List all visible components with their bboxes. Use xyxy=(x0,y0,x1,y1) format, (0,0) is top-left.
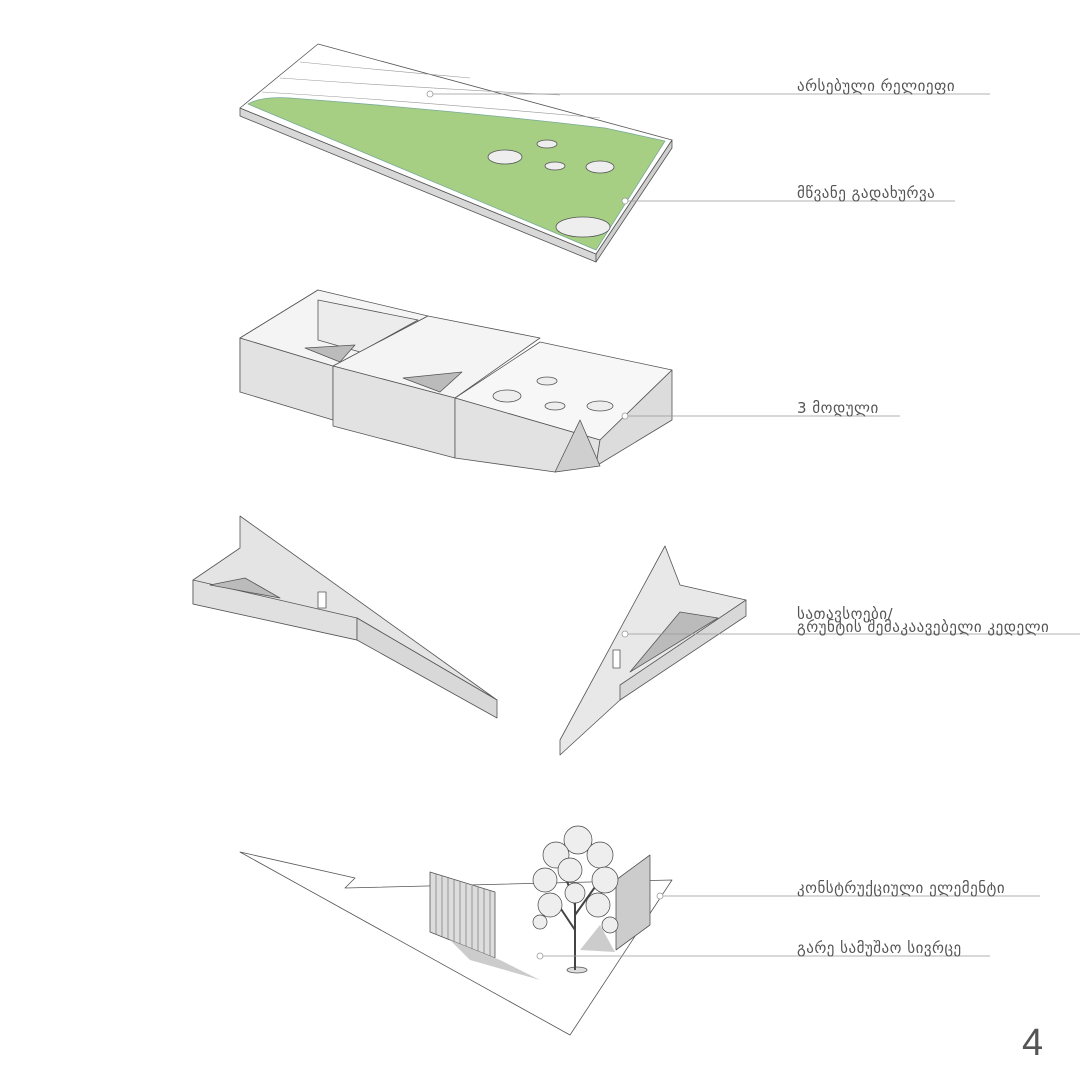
ground-layer xyxy=(239,825,673,1036)
page-number: 4 xyxy=(1022,1022,1044,1064)
label-modules: 3 მოდული xyxy=(797,399,879,417)
label-outdoor-workspace: გარე სამუშაო სივრცე xyxy=(797,939,962,957)
leader-lines xyxy=(426,90,1080,960)
retaining-walls-layer xyxy=(192,515,747,756)
tree xyxy=(532,825,619,974)
green-roof-area xyxy=(247,97,666,251)
modules-layer xyxy=(239,289,673,473)
label-retaining-wall: გრუნტის შემაკაავებელი კედელი xyxy=(797,618,1050,636)
label-green-roof: მწვანე გადახურვა xyxy=(797,184,936,202)
label-existing-relief: არსებული რელიეფი xyxy=(797,77,956,95)
roof-layer xyxy=(239,43,673,263)
skylight-holes xyxy=(487,139,615,238)
label-storage: სათავსოები/ xyxy=(797,605,894,623)
fence-panel-right xyxy=(615,854,651,951)
label-structural-element: კონსტრუქციული ელემენტი xyxy=(797,879,1006,897)
